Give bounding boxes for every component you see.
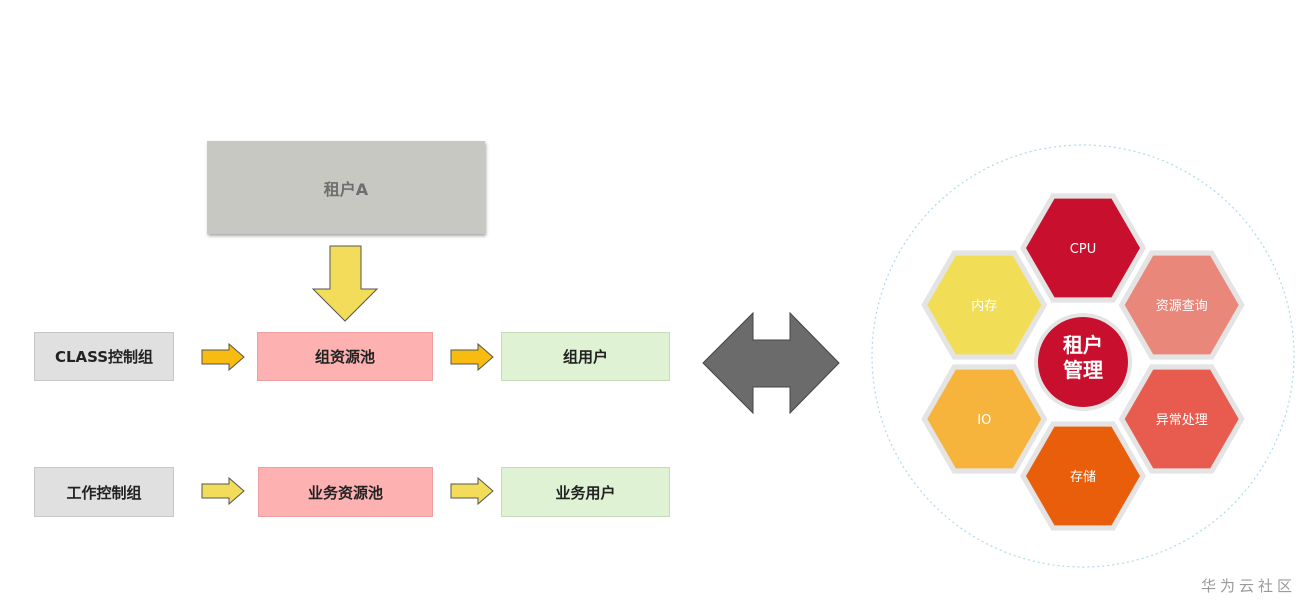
hub-segment-label: IO xyxy=(977,413,991,428)
hub-center xyxy=(1038,317,1128,407)
hub-segment: IO xyxy=(921,364,1048,474)
double-arrow-icon xyxy=(702,311,840,415)
class-control-group-box: CLASS控制组 xyxy=(34,332,174,381)
hub-segment-label: 存储 xyxy=(1070,470,1096,485)
right-arrow-icon xyxy=(450,342,494,372)
class-control-group-label: CLASS控制组 xyxy=(54,348,154,366)
hub-segment-hex xyxy=(1124,255,1239,355)
watermark: 华为云社区 xyxy=(1200,577,1296,595)
hub-center-label-line: 管理 xyxy=(1063,358,1103,382)
hub-segment: CPU xyxy=(1020,193,1146,303)
business-user-label: 业务用户 xyxy=(555,483,616,502)
work-control-group-label: 工作控制组 xyxy=(66,483,142,502)
hub-segment-label: 内存 xyxy=(971,298,997,314)
hub-center-label: 租户管理 xyxy=(1063,333,1103,382)
hub-segment: 存储 xyxy=(1020,421,1146,531)
hub-segment: 异常处理 xyxy=(1118,364,1245,474)
group-user-label: 组用户 xyxy=(562,348,608,366)
right-arrow-icon xyxy=(450,476,494,506)
hub-segment: 资源查询 xyxy=(1118,250,1245,360)
tenant-a-box: 租户A xyxy=(207,141,485,234)
business-resource-pool-label: 业务资源池 xyxy=(307,483,383,502)
hub-segment-hex xyxy=(1124,369,1239,469)
business-resource-pool-box: 业务资源池 xyxy=(258,467,433,517)
work-control-group-box: 工作控制组 xyxy=(34,467,174,517)
hub-segment-label: CPU xyxy=(1070,242,1096,257)
business-user-box: 业务用户 xyxy=(501,467,670,517)
group-resource-pool-label: 组资源池 xyxy=(314,348,375,366)
down-arrow-icon xyxy=(311,245,379,322)
hub-segment-label: 资源查询 xyxy=(1156,299,1208,314)
hub-segment: 内存 xyxy=(921,250,1048,360)
right-arrow-icon xyxy=(201,476,245,506)
group-resource-pool-box: 组资源池 xyxy=(257,332,433,381)
hub-segment-hex xyxy=(927,255,1042,355)
hub-segment-label: 异常处理 xyxy=(1156,413,1208,428)
right-arrow-icon xyxy=(201,342,245,372)
hub-outer-ring xyxy=(871,144,1295,568)
group-user-box: 组用户 xyxy=(501,332,670,381)
hub-segment-hex xyxy=(1026,198,1140,298)
tenant-a-label: 租户A xyxy=(323,179,369,199)
hub-segment-hex xyxy=(1026,426,1140,526)
hub-center-label-line: 租户 xyxy=(1063,333,1103,357)
hub-segment-hex xyxy=(927,369,1042,469)
